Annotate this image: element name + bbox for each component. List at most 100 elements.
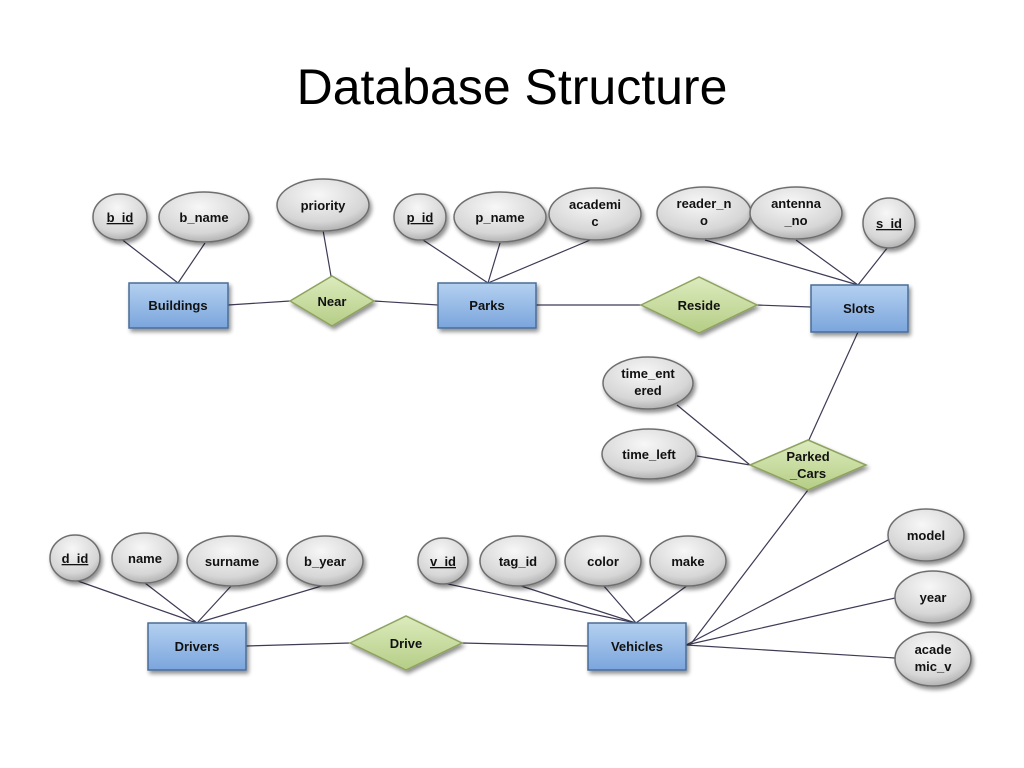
attribute-time_left-label: time_left bbox=[622, 447, 676, 462]
attribute-b_name[interactable]: b_name bbox=[158, 191, 250, 243]
entity-slots-label: Slots bbox=[843, 301, 875, 316]
entity-buildings[interactable]: Buildings bbox=[128, 282, 229, 329]
connector-b_year bbox=[196, 584, 326, 624]
relationship-parked-cars-label-line1: Parked bbox=[786, 449, 829, 464]
attribute-color[interactable]: color bbox=[564, 535, 642, 587]
connector-drive-vehicles bbox=[461, 642, 589, 647]
connector-reader_no bbox=[704, 239, 859, 286]
connectors bbox=[74, 229, 896, 659]
connector-tag_id bbox=[517, 584, 637, 624]
attribute-s_id-label: s_id bbox=[876, 216, 902, 231]
attribute-antenna_no-label-line1: antenna bbox=[771, 196, 822, 211]
connector-p_id bbox=[419, 237, 489, 284]
attribute-b_name-label: b_name bbox=[179, 210, 228, 225]
relationship-near-label: Near bbox=[318, 294, 347, 309]
attribute-name-label: name bbox=[128, 551, 162, 566]
attribute-surname-label: surname bbox=[205, 554, 259, 569]
connector-name bbox=[144, 582, 198, 624]
attribute-color-label: color bbox=[587, 554, 619, 569]
attribute-make[interactable]: make bbox=[649, 535, 727, 587]
attribute-make-label: make bbox=[671, 554, 704, 569]
attribute-v_id-label: v_id bbox=[430, 554, 456, 569]
attribute-reader_no[interactable]: reader_n o bbox=[656, 186, 752, 240]
connector-year bbox=[685, 597, 896, 646]
attribute-model-label: model bbox=[907, 528, 945, 543]
relationship-parked-cars[interactable]: Parked _Cars bbox=[748, 439, 868, 491]
relationship-drive[interactable]: Drive bbox=[348, 615, 464, 671]
attribute-s_id[interactable]: s_id bbox=[862, 197, 916, 249]
attribute-b_id-label: b_id bbox=[107, 210, 134, 225]
connector-v_id bbox=[442, 582, 637, 624]
attribute-p_name[interactable]: p_name bbox=[453, 191, 547, 243]
entity-vehicles[interactable]: Vehicles bbox=[587, 622, 687, 671]
relationship-reside[interactable]: Reside bbox=[639, 276, 759, 334]
connector-make bbox=[635, 584, 689, 624]
attribute-year-label: year bbox=[920, 590, 947, 605]
page-title: Database Structure bbox=[296, 59, 728, 115]
connector-model bbox=[685, 537, 893, 646]
relationship-parked-cars-label-line2: _Cars bbox=[789, 466, 826, 481]
connector-academic bbox=[487, 237, 596, 284]
attribute-antenna_no[interactable]: antenna _no bbox=[749, 186, 843, 240]
attribute-academic-label-line1: academi bbox=[569, 197, 621, 212]
attribute-tag_id-label: tag_id bbox=[499, 554, 537, 569]
attribute-name[interactable]: name bbox=[111, 532, 179, 584]
connector-s_id bbox=[857, 246, 889, 286]
entity-vehicles-label: Vehicles bbox=[611, 639, 663, 654]
attribute-academic_v-label-line2: mic_v bbox=[915, 659, 953, 674]
relationship-drive-label: Drive bbox=[390, 636, 423, 651]
connector-buildings-near bbox=[227, 300, 291, 306]
attribute-v_id[interactable]: v_id bbox=[417, 537, 469, 585]
connector-academic_v bbox=[685, 644, 896, 659]
attribute-b_id[interactable]: b_id bbox=[92, 193, 148, 241]
entity-parks[interactable]: Parks bbox=[437, 282, 537, 329]
attribute-academic_v[interactable]: acade mic_v bbox=[894, 631, 972, 687]
attribute-model[interactable]: model bbox=[887, 508, 965, 562]
attribute-academic-label-line2: c bbox=[591, 214, 598, 229]
attribute-academic_v-label-line1: acade bbox=[915, 642, 952, 657]
attribute-p_name-label: p_name bbox=[475, 210, 524, 225]
connector-time_left bbox=[696, 455, 751, 466]
connector-surname bbox=[196, 584, 233, 624]
attribute-reader_no-label-line1: reader_n bbox=[677, 196, 732, 211]
connector-parkedcars-vehicles bbox=[689, 489, 809, 646]
attribute-d_id[interactable]: d_id bbox=[49, 534, 101, 582]
relationship-reside-label: Reside bbox=[678, 298, 721, 313]
connector-reside-slots bbox=[756, 304, 812, 308]
connector-priority bbox=[322, 229, 332, 277]
attribute-time_entered[interactable]: time_ent ered bbox=[602, 356, 694, 410]
connector-b_id bbox=[119, 237, 179, 284]
attribute-p_id[interactable]: p_id bbox=[393, 193, 447, 241]
entity-slots[interactable]: Slots bbox=[810, 284, 909, 333]
attribute-time_left[interactable]: time_left bbox=[601, 428, 697, 480]
attribute-p_id-label: p_id bbox=[407, 210, 434, 225]
attribute-priority-label: priority bbox=[301, 198, 347, 213]
attribute-b_year-label: b_year bbox=[304, 554, 346, 569]
relationship-near[interactable]: Near bbox=[288, 275, 376, 327]
connector-p_name bbox=[487, 242, 501, 284]
attribute-priority[interactable]: priority bbox=[276, 178, 370, 232]
entity-drivers[interactable]: Drivers bbox=[147, 622, 247, 671]
attribute-antenna_no-label-line2: _no bbox=[783, 213, 807, 228]
connector-b_name bbox=[177, 242, 206, 284]
connector-antenna_no bbox=[795, 239, 859, 286]
entity-parks-label: Parks bbox=[469, 298, 504, 313]
connector-near-parks bbox=[373, 300, 439, 306]
attribute-academic[interactable]: academi c bbox=[548, 187, 642, 241]
attribute-b_year[interactable]: b_year bbox=[286, 535, 364, 587]
attribute-reader_no-label-line2: o bbox=[700, 213, 708, 228]
connector-color bbox=[602, 584, 637, 624]
entity-buildings-label: Buildings bbox=[148, 298, 207, 313]
connector-slots-parkedcars bbox=[807, 331, 859, 443]
attribute-year[interactable]: year bbox=[894, 570, 972, 624]
connector-time_entered bbox=[676, 404, 751, 466]
attribute-time_entered-label-line1: time_ent bbox=[621, 366, 675, 381]
attribute-time_entered-label-line2: ered bbox=[634, 383, 662, 398]
attribute-d_id-label: d_id bbox=[62, 551, 89, 566]
entity-drivers-label: Drivers bbox=[175, 639, 220, 654]
attribute-tag_id[interactable]: tag_id bbox=[479, 535, 557, 587]
connector-d_id bbox=[74, 579, 198, 624]
connector-drivers-drive bbox=[245, 642, 351, 647]
attribute-surname[interactable]: surname bbox=[186, 535, 278, 587]
